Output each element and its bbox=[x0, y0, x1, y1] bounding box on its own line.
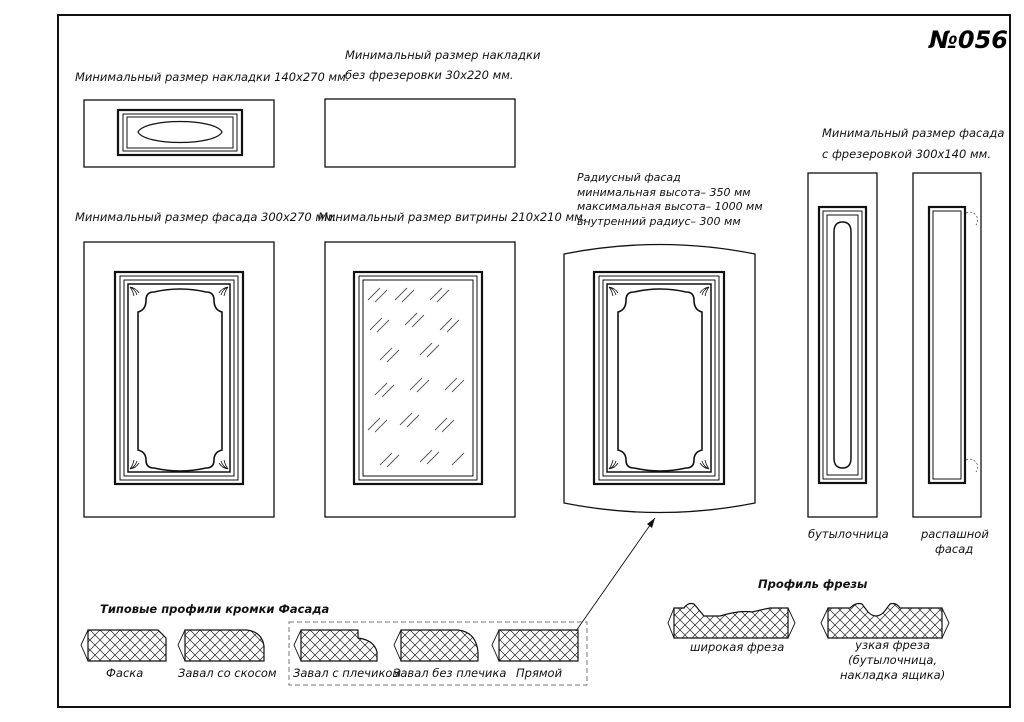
narrow-cutter-line-3: накладка ящика) bbox=[840, 668, 946, 682]
radius-line-2: минимальная высота– 350 мм bbox=[577, 185, 751, 199]
milled-min-label-2: с фрезеровкой 300х140 мм. bbox=[822, 147, 991, 161]
radius-facade bbox=[563, 243, 756, 514]
swing-label-1: распашной bbox=[921, 527, 989, 541]
edge-profile-label-straight: Прямой bbox=[516, 666, 563, 680]
edge-profiles-title: Типовые профили кромки Фасада bbox=[100, 602, 330, 616]
overlay-milled bbox=[83, 99, 275, 168]
edge-profile-rounded-bevel bbox=[177, 629, 265, 662]
swing-facade bbox=[912, 172, 982, 518]
showcase-glass bbox=[324, 241, 516, 518]
bottle-facade bbox=[807, 172, 878, 518]
radius-line-4: внутренний радиус– 300 мм bbox=[577, 214, 741, 228]
radius-line-3: максимальная высота– 1000 мм bbox=[577, 200, 763, 213]
facade-min-label: Минимальный размер фасада 300х270 мм. bbox=[75, 210, 337, 224]
edge-profile-label-rounded-bevel: Завал со скосом bbox=[178, 666, 277, 680]
wide-cutter-profile bbox=[667, 602, 796, 639]
sheet-number: №056 bbox=[929, 26, 1008, 54]
overlay-min-label: Минимальный размер накладки 140х270 мм. bbox=[75, 70, 350, 84]
narrow-cutter-profile bbox=[820, 602, 950, 639]
narrow-cutter-line-1: узкая фреза bbox=[855, 638, 931, 652]
wide-cutter-label: широкая фреза bbox=[690, 640, 785, 654]
edge-profile-no-shoulder bbox=[393, 629, 479, 662]
edge-profile-group-frame bbox=[288, 621, 588, 686]
radius-facade-label: Радиусный фасад минимальная высота– 350 … bbox=[577, 171, 763, 229]
edge-profile-shoulder bbox=[293, 629, 378, 662]
cutter-profile-title: Профиль фрезы bbox=[758, 577, 868, 591]
narrow-cutter-line-2: (бутылочница, bbox=[848, 653, 938, 667]
overlay-plain-min-label-2: без фрезеровки 30х220 мм. bbox=[345, 68, 514, 82]
sheet-border bbox=[57, 14, 1011, 708]
milled-min-label-1: Минимальный размер фасада bbox=[822, 126, 1005, 140]
edge-profile-label-no-shoulder: Завал без плечика bbox=[393, 666, 507, 680]
showcase-min-label: Минимальный размер витрины 210х210 мм. bbox=[318, 210, 587, 224]
overlay-plain-min-label-1: Минимальный размер накладки bbox=[345, 48, 541, 62]
edge-profile-label-shoulder: Завал с плечиком bbox=[293, 666, 402, 680]
edge-profile-chamfer bbox=[80, 629, 167, 662]
radius-line-1: Радиусный фасад bbox=[577, 171, 681, 184]
facade-milled bbox=[83, 241, 275, 518]
narrow-cutter-label: узкая фреза (бутылочница, накладка ящика… bbox=[840, 638, 945, 683]
edge-profile-label-chamfer: Фаска bbox=[106, 666, 144, 680]
leader-arrow bbox=[575, 517, 656, 632]
overlay-plain bbox=[324, 98, 516, 168]
bottle-label: бутылочница bbox=[808, 527, 889, 541]
swing-label-2: фасад bbox=[935, 542, 974, 556]
edge-profile-straight bbox=[491, 629, 579, 662]
